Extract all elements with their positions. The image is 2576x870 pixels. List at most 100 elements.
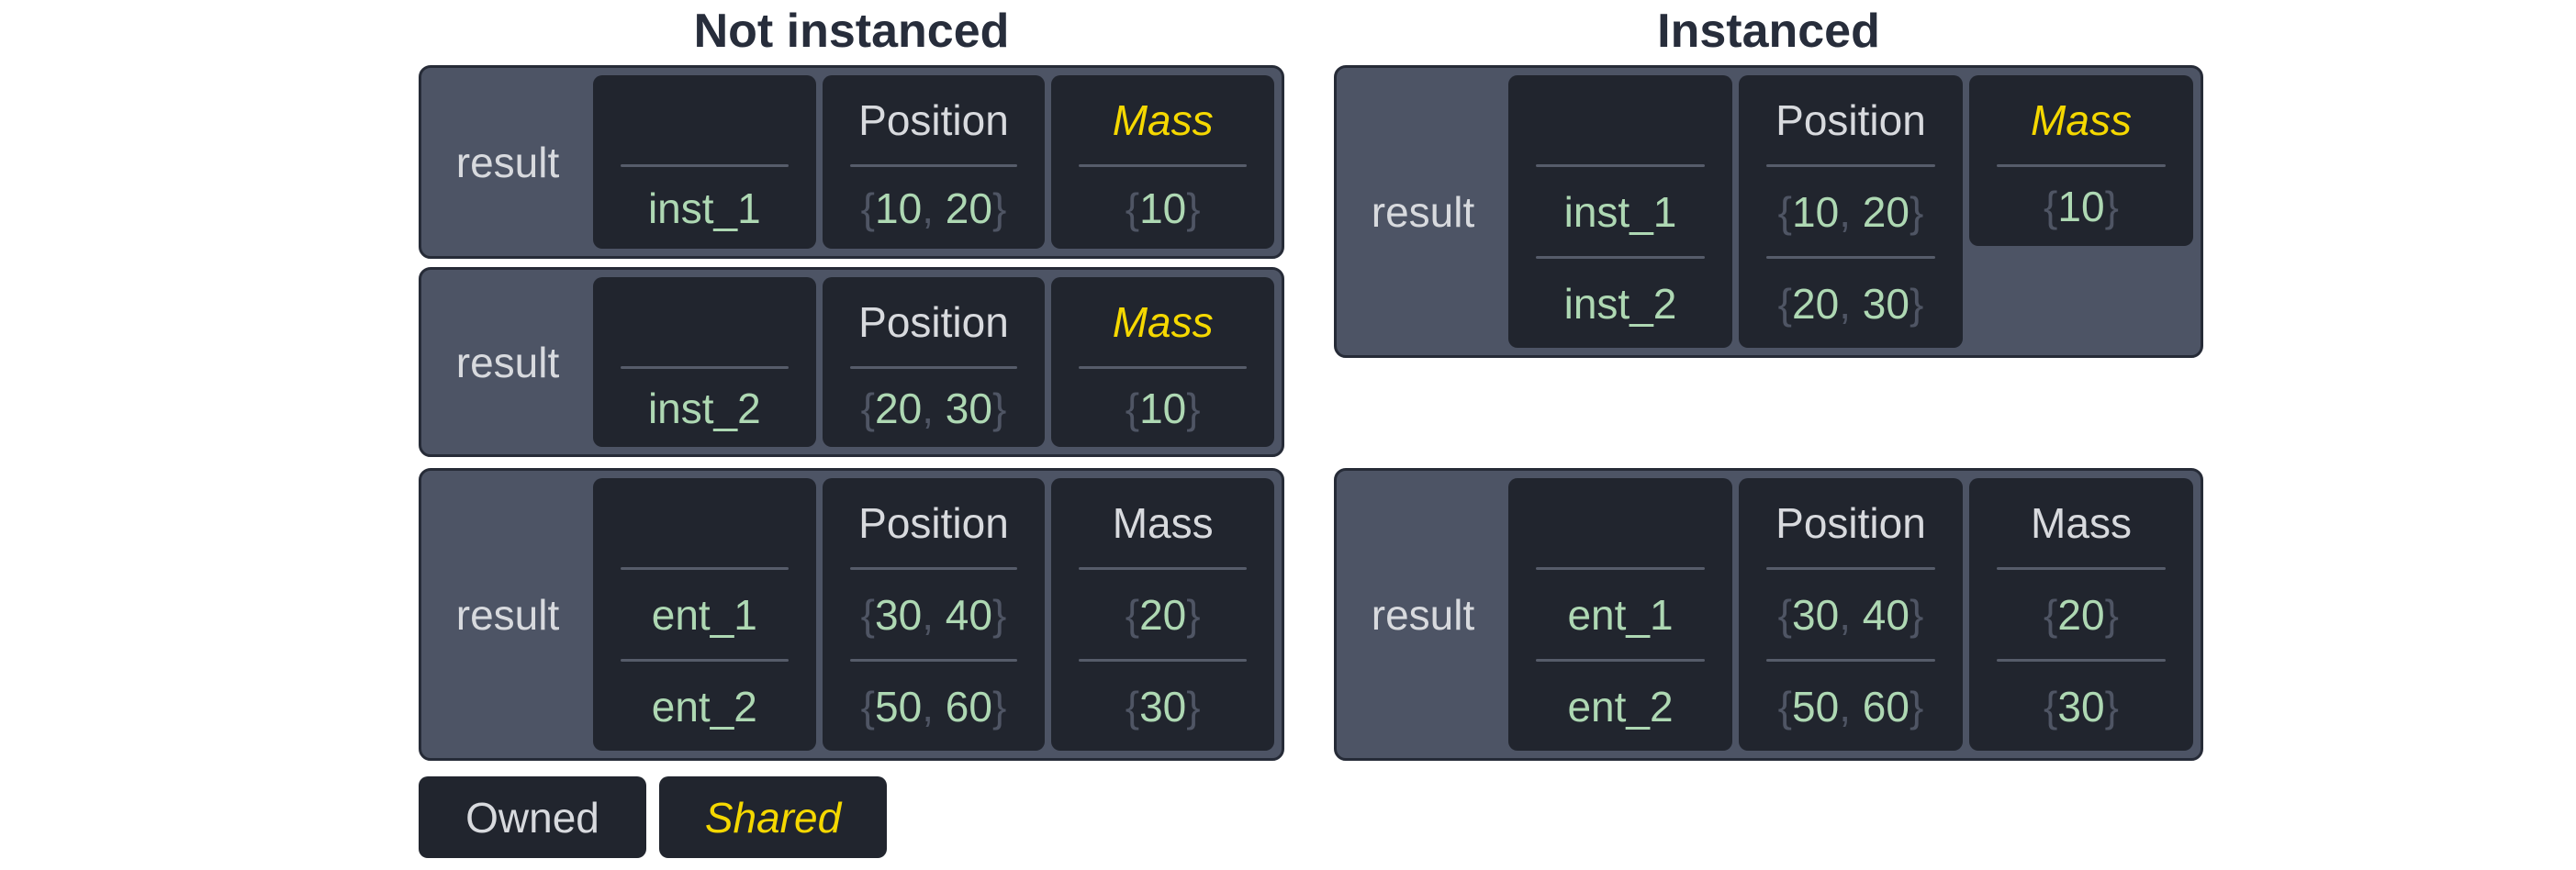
position-value: {10, 20} [1739,167,1963,256]
result-label: result [1371,187,1475,236]
divider-line [621,567,789,570]
divider-line [1997,659,2166,662]
position-value: {30, 40} [823,570,1046,659]
value-separator: , [922,184,946,232]
brace-open: { [1125,682,1140,731]
divider-line [1536,256,1705,259]
brace-close: } [991,682,1007,731]
divider-line [621,164,789,167]
value-number: 10 [1139,384,1187,432]
value-separator: , [922,384,946,432]
mass-column: Mass {10} [1051,277,1275,447]
brace-open: { [1125,384,1140,432]
brace-close: } [1186,184,1201,232]
result-label: result [455,338,560,386]
position-column-header: Position [1775,498,1926,547]
legend-owned: Owned [419,776,646,858]
position-column-header: Position [1775,95,1926,144]
brace-close: } [1186,682,1201,731]
brace-open: { [1125,184,1140,232]
position-value: {10, 20} [823,167,1046,249]
entity-name: ent_2 [651,682,757,731]
value-number: 30 [875,590,923,639]
entity-name: ent_1 [651,590,757,639]
divider-line [849,567,1018,570]
value-number: 60 [1862,682,1910,731]
divider-line [1536,659,1705,662]
brace-open: { [860,682,876,731]
brace-open: { [860,384,876,432]
value-number: 10 [2057,183,2105,230]
brace-close: } [1909,682,1924,731]
value-number: 40 [1862,590,1910,639]
result-box-not-instanced-1: result inst_1 Position {10, 20} Mass {10… [419,65,1284,259]
brace-close: } [2104,590,2119,639]
value-number: 20 [1139,590,1187,639]
result-label: result [455,138,560,186]
divider-line [1766,567,1935,570]
brace-close: } [2104,682,2119,731]
divider-line [1766,256,1935,259]
mass-value: {30} [1969,662,2193,751]
mass-value: {20} [1969,570,2193,659]
mass-value: {30} [1051,662,1274,751]
divider-line [849,164,1018,167]
result-box-instanced-2: result ent_1 ent_2 Position {30, 40} {50… [1334,468,2203,761]
value-number: 20 [945,184,992,232]
mass-column-header-shared: Mass [1112,297,1214,346]
mass-value: {10} [1051,167,1274,249]
divider-line [1536,164,1705,167]
section-title-not-instanced: Not instanced [693,5,1010,58]
brace-open: { [2044,590,2058,639]
mass-value: {20} [1051,570,1274,659]
mass-value: {10} [1051,369,1274,447]
brace-close: } [1909,279,1924,328]
result-box-not-instanced-3: result ent_1 ent_2 Position {30, 40} {50… [419,468,1284,761]
value-number: 20 [1792,279,1840,328]
brace-close: } [1186,384,1201,432]
value-separator: , [1839,590,1863,639]
divider-line [1079,366,1248,369]
entity-name: inst_2 [1563,279,1677,328]
position-column: Position {20, 30} [822,277,1046,447]
position-value: {20, 30} [1739,259,1963,348]
brace-close: } [991,590,1007,639]
entity-column-header [1508,478,1732,567]
entity-column: inst_1 inst_2 [1508,75,1732,348]
value-separator: , [922,590,946,639]
position-value: {30, 40} [1739,570,1963,659]
position-column: Position {10, 20} {20, 30} [1739,75,1963,348]
position-column-header: Position [858,297,1009,346]
value-number: 10 [1139,184,1187,232]
mass-column: Mass {20} {30} [1969,478,2193,751]
section-title-instanced: Instanced [1657,5,1880,58]
value-number: 30 [945,384,992,432]
brace-open: { [1125,590,1140,639]
value-number: 10 [1792,187,1840,236]
value-number: 30 [1792,590,1840,639]
legend-shared: Shared [659,776,887,858]
position-column-header: Position [858,95,1009,144]
divider-line [621,366,789,369]
brace-close: } [991,384,1007,432]
position-column: Position {30, 40} {50, 60} [822,478,1046,751]
brace-open: { [1777,187,1793,236]
mass-column-header-shared: Mass [1112,95,1214,144]
mass-column: Mass {10} [1051,75,1275,249]
value-number: 50 [1792,682,1840,731]
position-column-header: Position [858,498,1009,547]
value-number: 20 [1862,187,1910,236]
brace-close: } [1909,187,1924,236]
entity-name: inst_2 [647,384,761,432]
entity-name: ent_2 [1567,682,1674,731]
brace-close: } [991,184,1007,232]
entity-column-header [593,478,816,567]
entity-column-header [1508,75,1732,164]
result-box-instanced-1: result inst_1 inst_2 Position {10, 20} {… [1334,65,2203,358]
brace-open: { [1777,590,1793,639]
divider-line [1766,659,1935,662]
divider-line [1079,567,1248,570]
value-separator: , [1839,682,1863,731]
divider-line [1766,164,1935,167]
